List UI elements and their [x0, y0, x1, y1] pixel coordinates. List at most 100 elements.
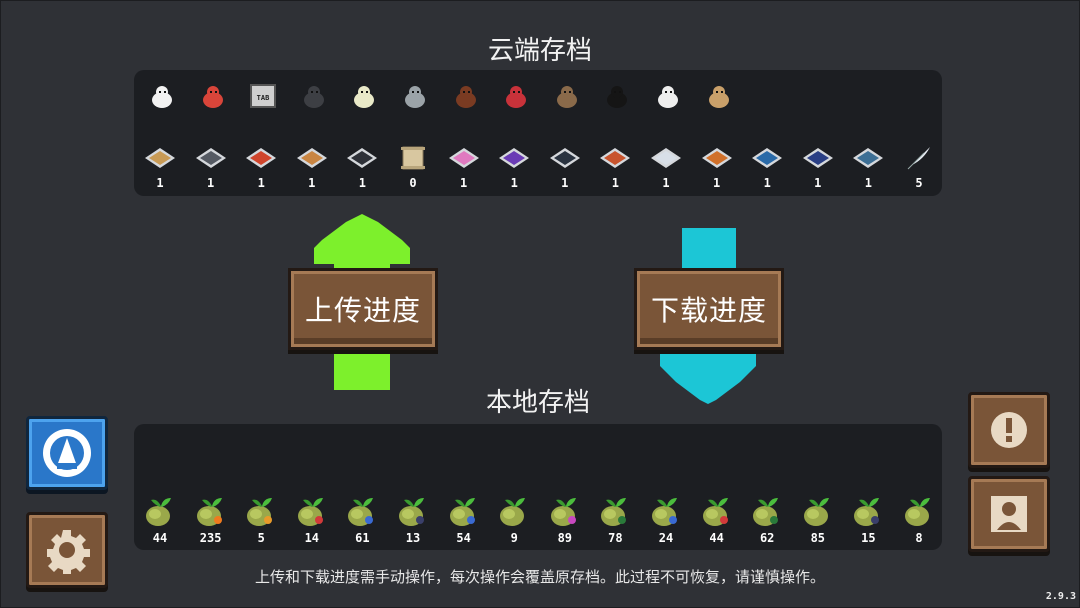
- seed-slot[interactable]: [595, 490, 635, 530]
- seed-count: 44: [709, 531, 724, 545]
- seed-slot[interactable]: [292, 490, 332, 530]
- seed-count: 54: [456, 531, 471, 545]
- white-rabbit-icon: [152, 86, 172, 108]
- warning-notice: 上传和下载进度需手动操作，每次操作会覆盖原存档。此过程不可恢复，请谨慎操作。: [254, 568, 825, 586]
- seed-slot[interactable]: [342, 490, 382, 530]
- pet-slot[interactable]: [648, 76, 688, 116]
- pet-slot[interactable]: [344, 76, 384, 116]
- material-slot[interactable]: [191, 138, 231, 178]
- seed-slot[interactable]: [393, 490, 433, 530]
- seed-slot[interactable]: [899, 490, 939, 530]
- seed-count: 8: [915, 531, 923, 545]
- material-slot[interactable]: [241, 138, 281, 178]
- seal-icon: [405, 86, 425, 108]
- seed-slot[interactable]: [545, 490, 585, 530]
- material-slot[interactable]: [899, 138, 939, 178]
- seed-count: 85: [810, 531, 826, 545]
- pet-slot[interactable]: [193, 76, 233, 116]
- seed-slot[interactable]: [798, 490, 838, 530]
- seed-bag-green-icon: [753, 498, 779, 526]
- pet-slot[interactable]: TAB: [243, 76, 283, 116]
- crow-icon: [303, 86, 324, 108]
- pet-slot[interactable]: [496, 76, 536, 116]
- pet-slot[interactable]: [597, 76, 637, 116]
- tab-sign-icon: TAB: [250, 84, 277, 108]
- exclamation-icon: [991, 412, 1027, 448]
- seed-count: 78: [608, 531, 623, 545]
- seed-count: 13: [405, 531, 421, 545]
- seed-bag-icon: [146, 498, 171, 526]
- seed-count: 89: [557, 531, 573, 545]
- pet-slot[interactable]: [142, 76, 182, 116]
- material-slot[interactable]: [444, 138, 484, 178]
- seed-slot[interactable]: [697, 490, 737, 530]
- material-count: 1: [308, 176, 316, 190]
- settings-button[interactable]: [26, 512, 108, 588]
- pet-slot[interactable]: [294, 76, 334, 116]
- pet-slot[interactable]: [547, 76, 587, 116]
- account-logo-button[interactable]: [26, 416, 108, 490]
- pet-slot[interactable]: [395, 76, 435, 116]
- seed-slot[interactable]: [444, 490, 484, 530]
- pug-icon: [556, 86, 577, 108]
- seed-slot[interactable]: [191, 490, 231, 530]
- material-plate-icon: [448, 148, 479, 168]
- material-slot[interactable]: [393, 138, 433, 178]
- seed-bag-blue-icon: [652, 498, 677, 526]
- seed-slot[interactable]: [140, 490, 180, 530]
- seed-bag-carrot-icon: [196, 498, 222, 526]
- material-slot[interactable]: [646, 138, 686, 178]
- scroll-icon: [401, 146, 425, 170]
- material-count: 1: [257, 176, 265, 190]
- material-slot[interactable]: [697, 138, 737, 178]
- material-plate-icon: [499, 148, 530, 168]
- material-plate-icon: [549, 148, 580, 168]
- material-slot[interactable]: [292, 138, 332, 178]
- seed-slot[interactable]: [241, 490, 281, 530]
- robot-pet-icon: [202, 86, 223, 108]
- material-count: 1: [763, 176, 771, 190]
- material-slot[interactable]: [798, 138, 838, 178]
- seed-count: 15: [861, 531, 876, 545]
- gear-icon: [47, 530, 90, 574]
- notice-button[interactable]: [968, 392, 1050, 468]
- material-count: 1: [561, 176, 569, 190]
- seed-slot[interactable]: [848, 490, 888, 530]
- material-plate-icon: [651, 148, 681, 168]
- seed-count: 62: [759, 531, 775, 545]
- material-slot[interactable]: [140, 138, 180, 178]
- material-slot[interactable]: [848, 138, 888, 178]
- seed-bag-blue-icon: [449, 498, 475, 526]
- seed-count: 24: [658, 531, 674, 545]
- material-slot[interactable]: [747, 138, 787, 178]
- seed-bag-blue-icon: [348, 498, 374, 526]
- material-plate-icon: [802, 148, 833, 168]
- material-plate-icon: [701, 148, 732, 168]
- material-slot[interactable]: [545, 138, 585, 178]
- seed-count: 5: [257, 531, 265, 545]
- material-count: 1: [156, 176, 164, 190]
- bat-icon: [455, 86, 476, 108]
- seed-bag-green-icon: [601, 498, 627, 526]
- seed-slot[interactable]: [646, 490, 686, 530]
- download-progress-button[interactable]: 下载进度: [634, 268, 784, 350]
- profile-button[interactable]: [968, 476, 1050, 552]
- material-count: 1: [358, 176, 366, 190]
- material-slot[interactable]: [494, 138, 534, 178]
- material-slot[interactable]: [342, 138, 382, 178]
- pet-slot[interactable]: [446, 76, 486, 116]
- upload-progress-button[interactable]: 上传进度: [288, 268, 438, 350]
- white-cat-icon: [658, 86, 678, 108]
- seed-slot[interactable]: [494, 490, 534, 530]
- seed-count: 44: [152, 531, 168, 545]
- seed-bag-orange-icon: [247, 498, 273, 526]
- material-slot[interactable]: [595, 138, 635, 178]
- seed-bag-rainbow-icon: [550, 498, 576, 526]
- pet-slot[interactable]: [699, 76, 739, 116]
- seed-bag-red-icon: [297, 498, 323, 526]
- version-label: 2.9.3: [1045, 591, 1076, 602]
- black-cat-icon: [607, 86, 628, 108]
- material-plate-icon: [347, 148, 378, 168]
- seed-slot[interactable]: [747, 490, 787, 530]
